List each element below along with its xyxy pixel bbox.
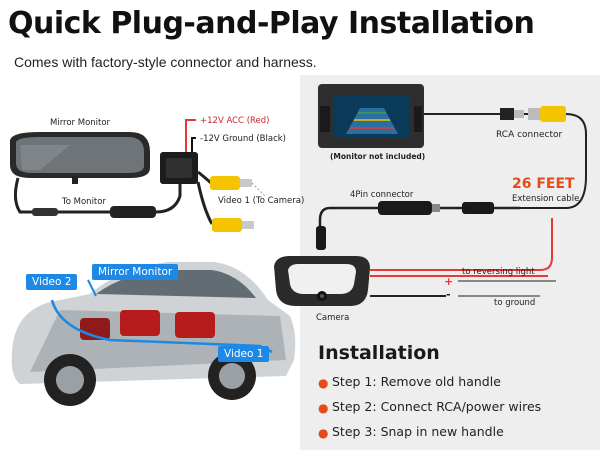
inline-connector — [110, 206, 156, 218]
rca-connector-label: RCA connector — [496, 130, 563, 140]
bullet-icon: ● — [318, 426, 329, 440]
ground-wire-label: -12V Ground (Black) — [200, 134, 286, 144]
monitor-note: (Monitor not included) — [330, 152, 426, 161]
step-item: ●Step 1: Remove old handle — [318, 374, 541, 399]
page-subtitle: Comes with factory-style connector and h… — [14, 54, 317, 70]
rca-plug-2 — [212, 218, 254, 232]
extension-connector — [462, 202, 494, 214]
installation-title: Installation — [318, 342, 440, 364]
acc-wire-label: +12V ACC (Red) — [200, 116, 270, 126]
video1-callout: Video 1 — [218, 346, 270, 362]
installation-steps: ●Step 1: Remove old handle ●Step 2: Conn… — [318, 374, 541, 449]
reversing-light-label: to reversing light — [462, 267, 535, 277]
minus-sign: - — [446, 288, 451, 301]
plus-sign: + — [444, 275, 454, 288]
step-item: ●Step 2: Connect RCA/power wires — [318, 399, 541, 424]
feet-label: 26 FEET — [512, 176, 575, 192]
bullet-icon: ● — [318, 376, 329, 390]
step-text: Step 3: Snap in new handle — [332, 424, 504, 439]
video2-callout: Video 2 — [26, 274, 78, 290]
fourpin-connector-label: 4Pin connector — [350, 190, 414, 200]
head-unit-image — [318, 84, 424, 148]
fourpin-connector — [378, 201, 432, 215]
harness-box — [160, 152, 198, 184]
mirror-monitor-callout: Mirror Monitor — [92, 264, 179, 280]
to-monitor-label: To Monitor — [62, 197, 106, 207]
mirror-monitor-label: Mirror Monitor — [50, 118, 111, 128]
mirror-monitor-image — [10, 132, 150, 184]
page-title: Quick Plug-and-Play Installation — [8, 6, 535, 41]
rca-female-connector — [500, 108, 524, 120]
step-text: Step 1: Remove old handle — [332, 374, 501, 389]
bullet-icon: ● — [318, 401, 329, 415]
rca-plug-1 — [210, 176, 252, 190]
video1-camera-label: Video 1 (To Camera) — [218, 196, 305, 206]
camera-label: Camera — [316, 313, 350, 323]
extension-cable-label: Extension cable — [512, 194, 580, 204]
rca-male-connector — [528, 106, 566, 122]
step-text: Step 2: Connect RCA/power wires — [332, 399, 542, 414]
camera-handle-image — [274, 256, 370, 306]
to-ground-label: to ground — [494, 298, 536, 308]
step-item: ●Step 3: Snap in new handle — [318, 424, 541, 449]
monitor-plug — [32, 208, 58, 216]
